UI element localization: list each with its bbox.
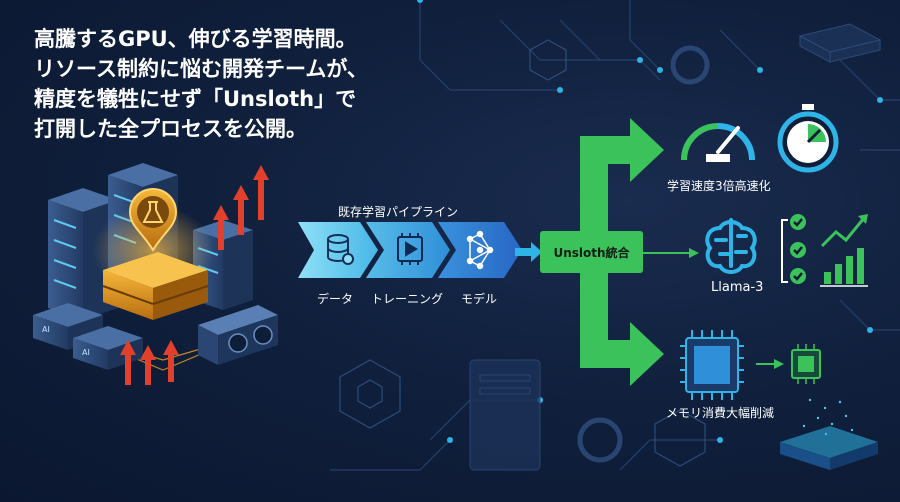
flask-badge-icon	[128, 188, 178, 252]
memory-icons	[680, 330, 878, 470]
speed-icons	[681, 104, 839, 173]
svg-text:AI: AI	[42, 325, 50, 334]
speedometer-icon	[681, 123, 755, 162]
headline-line: リソース制約に悩む開発チームが、	[34, 57, 368, 81]
outcome-speed-label: 学習速度3倍高速化	[667, 179, 771, 193]
database-gear-icon	[327, 234, 354, 265]
shrink-arrow-icon	[756, 359, 784, 369]
pipeline-stage-label: データ	[317, 292, 354, 306]
brain-icon	[705, 218, 757, 274]
pipeline-stage-label: モデル	[461, 292, 498, 306]
small-chip-icon	[791, 344, 821, 384]
unsloth-integration-box: Unsloth統合	[540, 231, 643, 273]
pipeline-chevrons	[298, 222, 522, 278]
outcome-llama-label: Llama-3	[711, 280, 764, 295]
headline-line: 精度を犠牲にせず「Unsloth」で	[34, 87, 357, 111]
neural-network-icon	[466, 230, 494, 270]
chip-play-icon	[397, 233, 423, 265]
outcome-memory-label: メモリ消費大幅削減	[666, 406, 775, 420]
rising-cost-arrows	[120, 165, 269, 385]
pipeline-stage-data	[298, 222, 378, 278]
pipeline-title: 既存学習パイプライン	[338, 205, 459, 219]
glowing-platform-icon	[780, 398, 878, 470]
branch-arrows	[580, 118, 664, 386]
pipeline-stage-label: トレーニング	[371, 292, 444, 306]
large-chip-icon	[680, 330, 744, 400]
server-cluster-illustration: AI AI	[33, 163, 278, 385]
llama-icons	[705, 214, 868, 287]
svg-text:AI: AI	[82, 348, 90, 357]
headline-line: 高騰するGPU、伸びる学習時間。	[34, 27, 357, 51]
headline-line: 打開した全プロセスを公開。	[34, 117, 307, 141]
arrow-to-llama-icon	[643, 248, 699, 258]
stopwatch-icon	[777, 104, 839, 173]
gpu-block-icon	[102, 252, 209, 320]
arrow-to-hub-icon	[515, 242, 542, 262]
growth-chart-icon	[820, 214, 868, 287]
gpu-card-icon	[198, 305, 278, 365]
unsloth-label: Unsloth統合	[553, 245, 630, 260]
headline: 高騰するGPU、伸びる学習時間。 リソース制約に悩む開発チームが、 精度を犠牲に…	[34, 24, 368, 144]
checklist-icon	[781, 214, 806, 284]
